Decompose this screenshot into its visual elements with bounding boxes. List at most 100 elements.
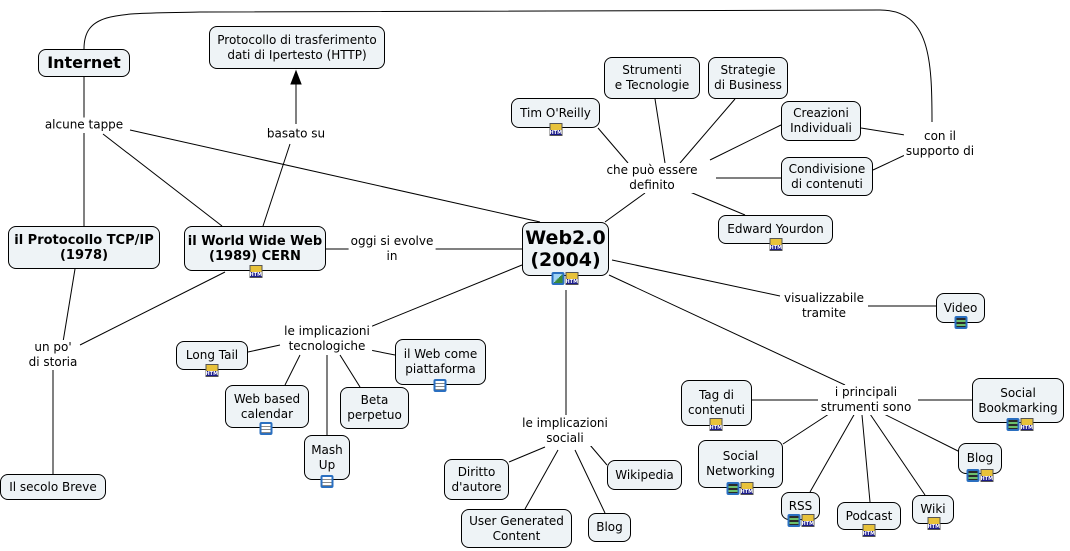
resources-blog — [966, 469, 996, 482]
video-resource-icon[interactable] — [966, 469, 980, 482]
arrowhead — [290, 69, 302, 85]
resources-calendar — [259, 422, 273, 435]
line — [79, 271, 226, 346]
line — [369, 264, 523, 328]
resources-mash-up — [320, 475, 334, 488]
line — [284, 354, 301, 386]
video-resource-icon[interactable] — [787, 514, 801, 527]
link-sociali: le implicazioni sociali — [520, 416, 610, 446]
document-resource-icon[interactable] — [259, 422, 273, 435]
link-supporto: con il supporto di — [903, 129, 977, 159]
image-resource-icon[interactable] — [551, 272, 565, 285]
html-resource-icon[interactable] — [565, 272, 581, 285]
link-strumenti-sono: i principali strumenti sono — [818, 385, 914, 415]
resources-wiki — [927, 517, 943, 530]
node-web2[interactable]: Web2.0 (2004) — [522, 222, 609, 276]
document-resource-icon[interactable] — [433, 379, 447, 392]
line — [597, 127, 629, 164]
video-resource-icon[interactable] — [726, 482, 740, 495]
link-visualizzabile: visualizzabile tramite — [782, 291, 866, 321]
resources-tim — [549, 123, 565, 136]
resources-rss — [787, 514, 817, 527]
node-wikipedia[interactable]: Wikipedia — [607, 460, 682, 490]
resources-www — [249, 265, 265, 278]
html-resource-icon[interactable] — [927, 517, 943, 530]
line — [861, 414, 871, 503]
html-resource-icon[interactable] — [740, 482, 756, 495]
line — [869, 413, 926, 496]
line — [611, 259, 781, 297]
video-resource-icon[interactable] — [954, 316, 968, 329]
resources-tag — [709, 418, 725, 431]
html-resource-icon[interactable] — [1020, 418, 1036, 431]
node-social-networking[interactable]: Social Networking — [698, 440, 783, 488]
line — [574, 449, 606, 514]
node-blog-sociali[interactable]: Blog — [588, 513, 631, 542]
line — [589, 444, 608, 466]
line — [872, 154, 906, 171]
line — [679, 98, 736, 164]
node-user-generated-content[interactable]: User Generated Content — [461, 509, 572, 548]
node-strategie[interactable]: Strategie di Business — [708, 57, 788, 99]
line — [62, 268, 76, 343]
html-resource-icon[interactable] — [205, 364, 221, 377]
line — [608, 274, 846, 386]
line — [369, 349, 396, 356]
link-definito: che può essere definito — [604, 163, 700, 193]
node-mash-up[interactable]: Mash Up — [304, 435, 350, 480]
line — [339, 354, 361, 388]
node-condivisione[interactable]: Condivisione di contenuti — [781, 157, 873, 196]
line — [689, 191, 746, 216]
resources-web2 — [551, 272, 581, 285]
node-web-calendar[interactable]: Web based calendar — [225, 385, 309, 428]
node-beta-perpetuo[interactable]: Beta perpetuo — [340, 387, 409, 429]
line-internet-supporto — [83, 9, 933, 123]
line — [604, 192, 646, 223]
node-creazioni[interactable]: Creazioni Individuali — [781, 101, 861, 141]
line — [129, 129, 541, 223]
resources-edward — [769, 238, 785, 251]
line — [879, 411, 961, 453]
node-http[interactable]: Protocollo di trasferimento dati di Iper… — [209, 26, 385, 69]
line — [102, 133, 223, 227]
html-resource-icon[interactable] — [549, 123, 565, 136]
node-www[interactable]: il World Wide Web (1989) CERN — [184, 226, 326, 271]
resources-long-tail — [205, 364, 221, 377]
resources-bookmarking — [1006, 418, 1036, 431]
node-tcp-ip[interactable]: il Protocollo TCP/IP (1978) — [8, 226, 160, 269]
node-video[interactable]: Video — [936, 293, 985, 323]
html-resource-icon[interactable] — [249, 265, 265, 278]
node-internet[interactable]: Internet — [38, 49, 130, 77]
resources-web-piattaforma — [433, 379, 447, 392]
node-tag-contenuti[interactable]: Tag di contenuti — [681, 380, 752, 426]
line — [709, 124, 782, 161]
line — [860, 127, 906, 136]
line — [508, 446, 546, 463]
link-alcune-tappe: alcune tappe — [42, 117, 126, 133]
html-resource-icon[interactable] — [980, 469, 996, 482]
html-resource-icon[interactable] — [862, 524, 878, 537]
node-secolo-breve[interactable]: Il secolo Breve — [0, 474, 106, 500]
line — [247, 344, 281, 353]
node-social-bookmarking[interactable]: Social Bookmarking — [972, 378, 1064, 423]
node-strumenti[interactable]: Strumenti e Tecnologie — [604, 57, 700, 99]
line — [809, 412, 856, 493]
html-resource-icon[interactable] — [709, 418, 725, 431]
link-basato-su: basato su — [264, 126, 328, 142]
resources-podcast — [862, 524, 878, 537]
line — [782, 409, 836, 445]
video-resource-icon[interactable] — [1006, 418, 1020, 431]
link-storia: un po' di storia — [26, 340, 80, 370]
line — [524, 449, 559, 510]
node-long-tail[interactable]: Long Tail — [176, 341, 248, 370]
node-diritto-autore[interactable]: Diritto d'autore — [444, 459, 509, 500]
link-tecnologiche: le implicazioni tecnologiche — [282, 324, 372, 354]
html-resource-icon[interactable] — [769, 238, 785, 251]
html-resource-icon[interactable] — [801, 514, 817, 527]
node-web-piattaforma[interactable]: il Web come piattaforma — [395, 339, 486, 385]
resources-networking — [726, 482, 756, 495]
document-resource-icon[interactable] — [320, 475, 334, 488]
link-oggi-si-evolve: oggi si evolve in — [348, 234, 436, 264]
